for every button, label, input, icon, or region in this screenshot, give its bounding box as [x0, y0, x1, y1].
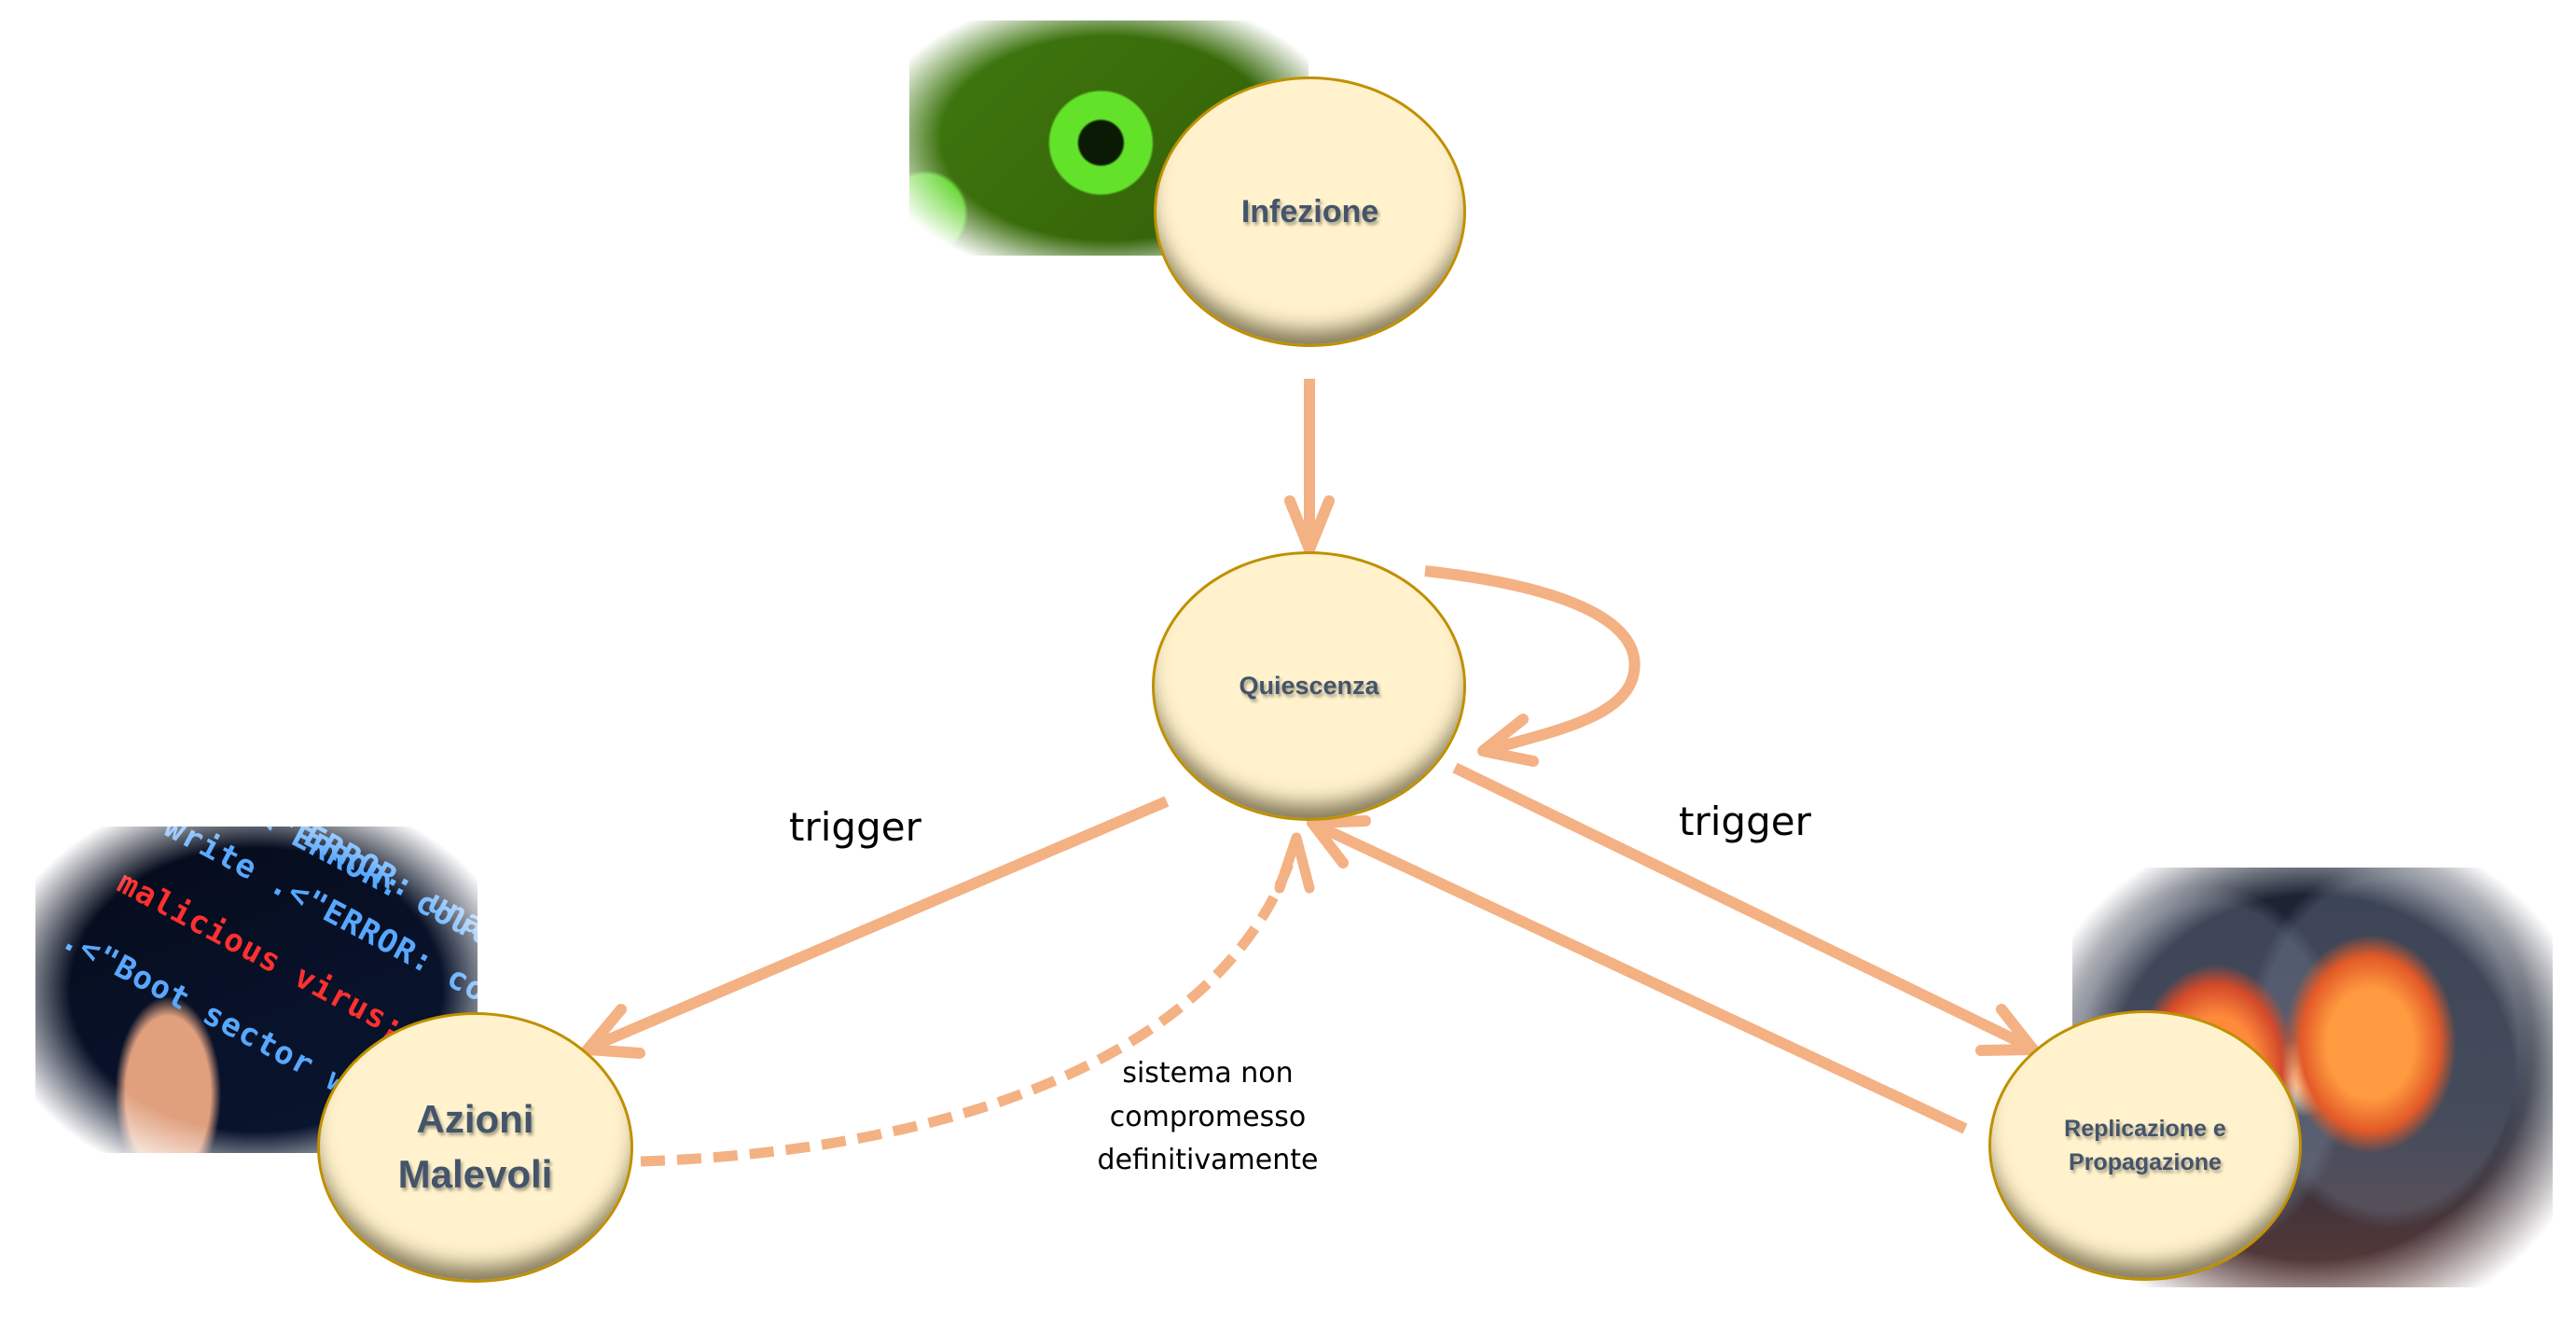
node-label-quiescenza: Quiescenza	[1239, 671, 1379, 700]
edge-label-trigger-azioni: trigger	[789, 804, 921, 850]
arrowhead-quiescenza-azioni	[582, 1004, 645, 1059]
edge-azioni-quiescenza-dashed	[640, 840, 1302, 1167]
node-infezione: Infezione	[1154, 76, 1466, 347]
node-label-replicazione-propagazione: Replicazione e Propagazione	[2064, 1115, 2226, 1175]
edge-quiescenza-self-loop	[1424, 565, 1641, 757]
edge-label-sistema-non-compromesso: sistema non compromesso definitivamente	[1097, 1057, 1319, 1176]
edge-replicazione-quiescenza	[1312, 819, 1968, 1134]
node-label-azioni-malevoli: Azioni Malevoli	[397, 1097, 553, 1196]
node-label-infezione: Infezione	[1240, 193, 1379, 229]
node-replicazione-propagazione: Replicazione e Propagazione	[1988, 1010, 2302, 1281]
node-azioni-malevoli: Azioni Malevoli	[317, 1012, 633, 1283]
node-quiescenza: Quiescenza	[1152, 551, 1466, 821]
edge-quiescenza-azioni	[587, 796, 1170, 1053]
arrowhead-quiescenza-self-loop	[1477, 714, 1539, 767]
edge-label-trigger-replicazione: trigger	[1679, 799, 1811, 844]
arrowhead-azioni-quiescenza-dashed	[1274, 832, 1315, 894]
arrowhead-replicazione-quiescenza	[1307, 815, 1371, 868]
edge-quiescenza-replicazione	[1452, 762, 2032, 1052]
arrowhead-infezione-quiescenza	[1284, 495, 1335, 555]
